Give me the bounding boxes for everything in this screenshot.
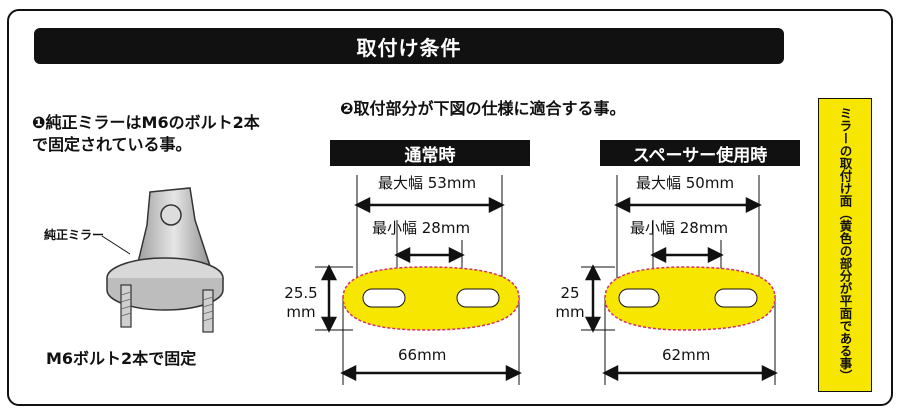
normal-total-width: 66mm [398,346,447,364]
condition-1: ❶純正ミラーはM6のボルト2本で固定されている事。 [32,112,272,156]
condition-1-number: ❶ [32,113,46,132]
normal-plate [342,266,520,331]
condition-1-text: 純正ミラーはM6のボルト2本で固定されている事。 [32,113,260,154]
normal-slot-left [362,288,406,308]
normal-height: 25.5 mm [280,284,322,322]
spacer-header: スペーサー使用時 [600,140,800,166]
spacer-diagram [581,175,778,385]
normal-max-width: 最大幅 53mm [378,174,477,192]
spacer-slot-right [714,288,758,308]
bolt-left-icon [120,284,132,328]
outer-frame [7,9,893,406]
normal-diagram [315,175,522,385]
normal-header: 通常時 [330,140,530,166]
normal-height-value: 25.5 [284,284,318,302]
normal-slot-right [456,288,500,308]
spacer-slot-left [618,288,660,308]
page-title: 取付け条件 [356,35,462,60]
spacer-height-value: 25 [560,284,580,302]
normal-min-width: 最小幅 28mm [372,219,471,237]
mirror-label: 純正ミラー [44,228,105,242]
spacer-min-width: 最小幅 28mm [630,219,729,237]
mirror-caption: M6ボルト2本で固定 [46,349,197,368]
spacer-max-width: 最大幅 50mm [636,174,735,192]
mirror-illustration [106,187,224,333]
condition-2: ❷取付部分が下図の仕様に適合する事。 [340,95,626,119]
spacer-height-unit: mm [555,303,585,321]
bolt-right-icon [202,289,214,333]
spacer-total-width: 62mm [662,346,711,364]
normal-height-unit: mm [286,303,316,321]
condition-2-number: ❷ [340,99,354,118]
side-note-text: ミラーの取付け面（黄色の部分が平面である事） [837,107,853,382]
spacer-plate [604,266,776,331]
mirror-label-pointer [101,235,131,255]
title-bar: 取付け条件 [34,28,784,64]
condition-2-text: 取付部分が下図の仕様に適合する事。 [353,99,626,118]
spacer-height: 25 mm [552,284,588,322]
side-note-box: ミラーの取付け面（黄色の部分が平面である事） [818,98,872,392]
pivot-bolt-icon [160,204,182,226]
